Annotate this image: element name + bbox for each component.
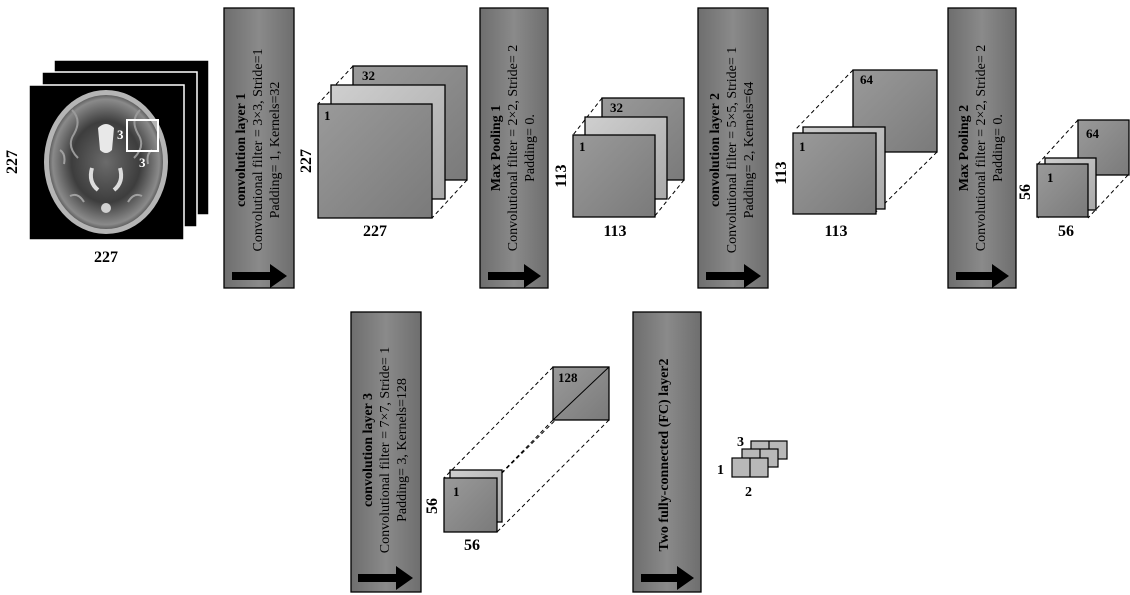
fmap-last-index: 128 xyxy=(558,370,578,385)
patch-size-top: 3 xyxy=(117,127,124,142)
fmap-first-index: 1 xyxy=(324,108,331,123)
feature-map-5: 128 1 56 56 xyxy=(424,366,610,554)
layer-params-line1: Convolutional filter = 2×2, Stride= 2 xyxy=(974,45,989,251)
layer-title: Two fully-connected (FC) layer2 xyxy=(657,359,672,552)
layer-params-line2: Padding= 3, Kernels=128 xyxy=(395,378,410,522)
layer-params-line1: Convolutional filter = 5×5, Stride= 1 xyxy=(725,47,740,253)
fmap-last-index: 32 xyxy=(362,68,375,83)
fmap-height-label: 56 xyxy=(424,498,441,514)
layer-title: convolution layer 2 xyxy=(708,93,723,207)
fmap-slice-first xyxy=(572,134,656,218)
fmap-height-label: 56 xyxy=(1017,184,1034,200)
fmap-first-index: 1 xyxy=(799,139,806,154)
layer-title: convolution layer 3 xyxy=(361,393,376,507)
layer-params-line2: Padding= 0. xyxy=(523,114,538,182)
fmap-slice-first xyxy=(792,132,877,215)
layer-panel-conv3: convolution layer 3 Convolutional filter… xyxy=(350,311,422,593)
fmap-slice-first xyxy=(317,103,433,219)
fmap-height-label: 227 xyxy=(298,149,315,173)
input-image-stack: 3 3 227 227 xyxy=(4,59,210,266)
layer-params-line2: Padding= 1, Kernels=32 xyxy=(268,82,283,219)
feature-map-1: 32 1 227 227 xyxy=(298,65,468,240)
arrow-icon xyxy=(488,264,541,288)
layer-params-line2: Padding= 2, Kernels=64 xyxy=(742,82,757,219)
feature-map-2: 32 1 113 113 xyxy=(553,97,685,240)
patch-size-bottom: 3 xyxy=(139,155,146,170)
layer-panel-pool1: Max Pooling 1 Convolutional filter = 2×2… xyxy=(479,7,549,289)
fmap-first-index: 1 xyxy=(579,139,586,154)
fmap-width-label: 227 xyxy=(363,223,387,240)
fc-label-left: 1 xyxy=(717,463,724,478)
layer-panel-conv1: convolution layer 1 Convolutional filter… xyxy=(223,7,295,289)
arrow-icon xyxy=(956,264,1009,288)
feature-map-4: 64 1 56 56 xyxy=(1017,119,1130,240)
filter-window xyxy=(126,119,159,152)
fmap-last-index: 64 xyxy=(860,72,874,87)
arrow-icon xyxy=(706,264,761,288)
layer-title: Max Pooling 2 xyxy=(957,105,972,191)
fmap-width-label: 56 xyxy=(1058,223,1074,240)
fmap-last-index: 64 xyxy=(1086,126,1100,141)
fmap-width-label: 113 xyxy=(603,223,626,240)
layer-panel-pool2: Max Pooling 2 Convolutional filter = 2×2… xyxy=(947,7,1017,289)
layer-params-line1: Convolutional filter = 7×7, Stride= 1 xyxy=(378,347,393,553)
layer-panel-conv2: convolution layer 2 Convolutional filter… xyxy=(697,7,769,289)
fmap-first-index: 1 xyxy=(453,484,460,499)
fmap-slice-first xyxy=(1036,163,1089,218)
layer-title: Max Pooling 1 xyxy=(489,105,504,191)
brain-mri-image xyxy=(44,90,168,234)
arrow-icon xyxy=(641,566,694,590)
input-width-label: 227 xyxy=(94,249,118,266)
fmap-width-label: 113 xyxy=(824,223,847,240)
arrow-icon xyxy=(358,566,413,590)
layer-title: convolution layer 1 xyxy=(234,93,249,207)
feature-map-3: 64 1 113 113 xyxy=(773,69,938,240)
layer-params-line2: Padding= 0. xyxy=(991,114,1006,182)
arrow-icon xyxy=(232,264,287,288)
layer-panel-fc: Two fully-connected (FC) layer2 xyxy=(632,311,702,593)
input-height-label: 227 xyxy=(4,150,21,174)
fmap-width-label: 56 xyxy=(464,537,480,554)
fc-output-grid: 3 1 2 xyxy=(717,435,788,500)
layer-params-line1: Convolutional filter = 3×3, Stride=1 xyxy=(251,49,266,252)
fmap-height-label: 113 xyxy=(553,164,570,187)
layer-params-line1: Convolutional filter = 2×2, Stride= 2 xyxy=(506,45,521,251)
fc-label-top: 3 xyxy=(737,435,744,450)
fmap-slice-first xyxy=(443,477,498,533)
fmap-first-index: 1 xyxy=(1047,170,1054,185)
fmap-height-label: 113 xyxy=(773,161,790,184)
fmap-last-index: 32 xyxy=(610,100,623,115)
fc-label-bottom: 2 xyxy=(745,485,752,500)
